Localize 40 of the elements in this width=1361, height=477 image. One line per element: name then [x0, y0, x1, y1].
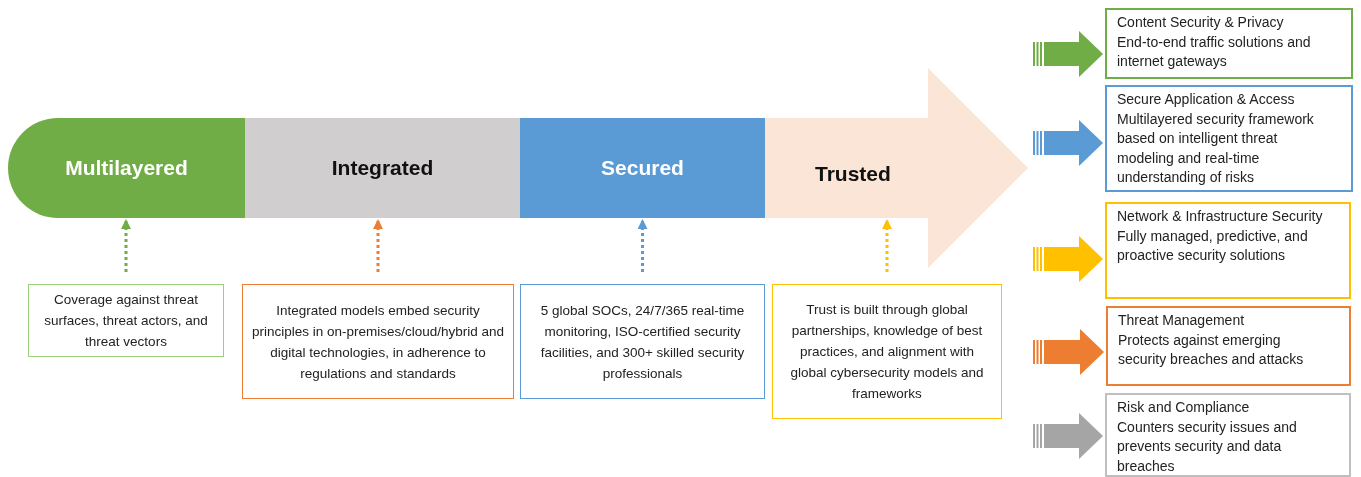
dotted-arrow	[637, 219, 648, 272]
description-text: Integrated models embed security principles in on-premises/cloud/hybrid and digital technologies, in adherence to regulations and standards	[251, 301, 505, 383]
service-description: Counters security issues and prevents security and data breaches	[1117, 417, 1298, 476]
block-arrow	[1033, 413, 1103, 459]
service-box	[1105, 8, 1353, 79]
stage-label: Integrated	[331, 156, 434, 180]
block-arrow	[1033, 120, 1103, 166]
service-box	[1105, 202, 1351, 299]
dotted-arrow	[373, 219, 383, 272]
block-arrow	[1033, 236, 1103, 282]
description-text: Trust is built through global partnerships, knowledge of best practices, and alignment with global cybersecurity models and frameworks	[789, 301, 985, 403]
description-text: Coverage against threat surfaces, threat actors, and threat vectors	[43, 291, 209, 351]
service-box	[1105, 85, 1353, 192]
service-title: Content Security & Privacy	[1117, 13, 1285, 32]
stage-segment	[520, 118, 765, 218]
service-title: Risk and Compliance	[1117, 398, 1251, 417]
description-box	[520, 284, 765, 399]
description-box	[28, 284, 224, 357]
stage-segment	[8, 118, 245, 218]
service-title: Network & Infrastructure Security	[1117, 207, 1324, 226]
stage-label: Multilayered	[65, 156, 188, 180]
block-arrow	[1033, 31, 1103, 77]
block-arrow	[1033, 329, 1104, 375]
service-title: Secure Application & Access	[1117, 90, 1296, 109]
dotted-arrow	[882, 219, 892, 272]
stage-label: Trusted	[815, 162, 891, 186]
stage-segment	[245, 118, 520, 218]
description-box	[242, 284, 514, 399]
service-box	[1105, 393, 1351, 477]
service-description: Protects against emerging security breaches and attacks	[1118, 330, 1305, 369]
service-title: Threat Management	[1118, 311, 1246, 330]
stage-label: Secured	[601, 156, 684, 180]
description-text: 5 global SOCs, 24/7/365 real-time monitoring, ISO-certified security facilities, and 300+ skilled security professionals	[539, 301, 746, 383]
service-description: Multilayered security framework based on intelligent threat modeling and real-time understanding of risks	[1117, 109, 1315, 187]
dotted-arrow	[121, 219, 131, 272]
description-box	[772, 284, 1002, 419]
arrow-segment	[765, 68, 1028, 268]
service-description: End-to-end traffic solutions and internet gateways	[1117, 32, 1312, 71]
service-box	[1106, 306, 1351, 386]
service-description: Fully managed, predictive, and proactive security solutions	[1117, 226, 1309, 265]
